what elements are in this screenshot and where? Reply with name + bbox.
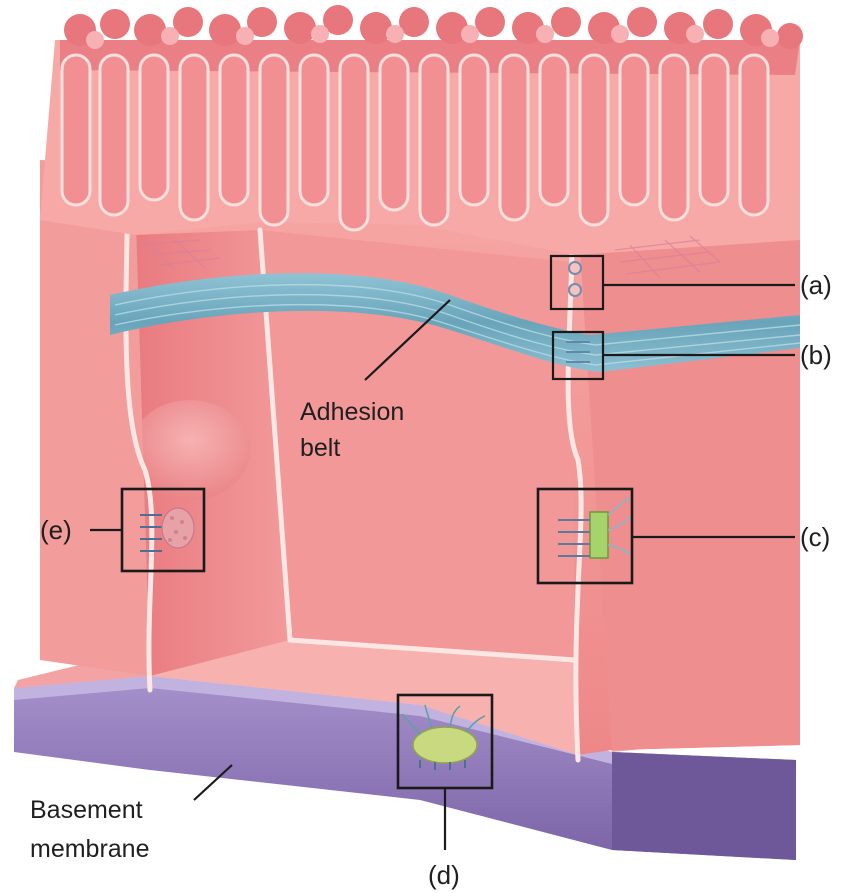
- label-a: (a): [800, 270, 832, 300]
- label-adhesion-belt-line2: belt: [300, 434, 340, 462]
- label-e: (e): [40, 515, 72, 545]
- label-basement-membrane-line2: membrane: [30, 835, 150, 863]
- label-adhesion-belt-line1: Adhesion: [300, 398, 404, 426]
- label-d: (d): [428, 860, 460, 890]
- label-c: (c): [800, 522, 830, 552]
- microvilli-illustration: [40, 5, 803, 255]
- label-b: (b): [800, 340, 832, 370]
- label-basement-membrane-line1: Basement: [30, 796, 143, 824]
